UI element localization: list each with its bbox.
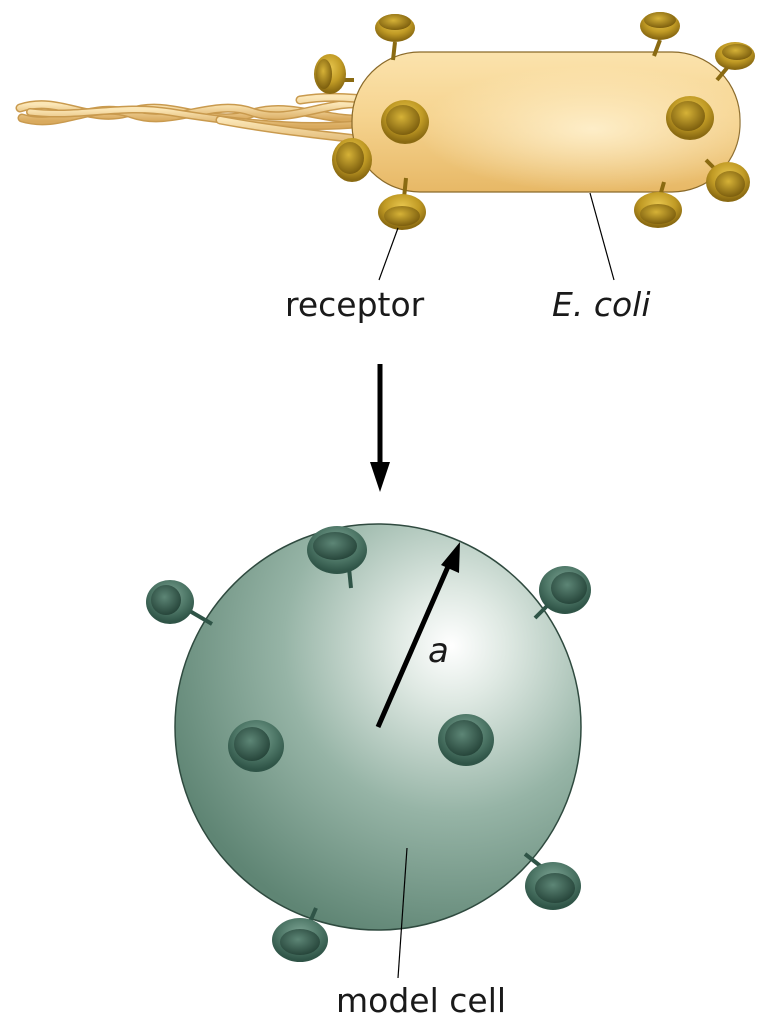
receptor-icon bbox=[438, 714, 494, 766]
model-cell-illustration: a model cell bbox=[146, 524, 591, 1018]
receptor-icon bbox=[228, 720, 284, 772]
receptor-icon bbox=[381, 100, 429, 144]
receptor-icon bbox=[666, 96, 714, 140]
receptor-icon bbox=[535, 566, 591, 618]
transform-arrow bbox=[370, 364, 390, 492]
receptor-leader-line bbox=[379, 228, 398, 280]
ecoli-illustration: receptor E. coli bbox=[20, 12, 755, 324]
receptor-icon bbox=[146, 580, 212, 624]
receptor-icon bbox=[640, 12, 680, 56]
radius-label: a bbox=[428, 631, 449, 671]
ecoli-leader-line bbox=[590, 193, 614, 280]
receptor-label: receptor bbox=[285, 285, 425, 324]
ecoli-label: E. coli bbox=[552, 285, 651, 324]
model-cell-label: model cell bbox=[336, 981, 506, 1018]
receptor-icon bbox=[715, 42, 755, 80]
receptor-icon bbox=[314, 54, 354, 94]
receptor-icon bbox=[525, 854, 581, 910]
receptor-icon bbox=[332, 138, 372, 182]
receptor-icon bbox=[706, 160, 750, 202]
